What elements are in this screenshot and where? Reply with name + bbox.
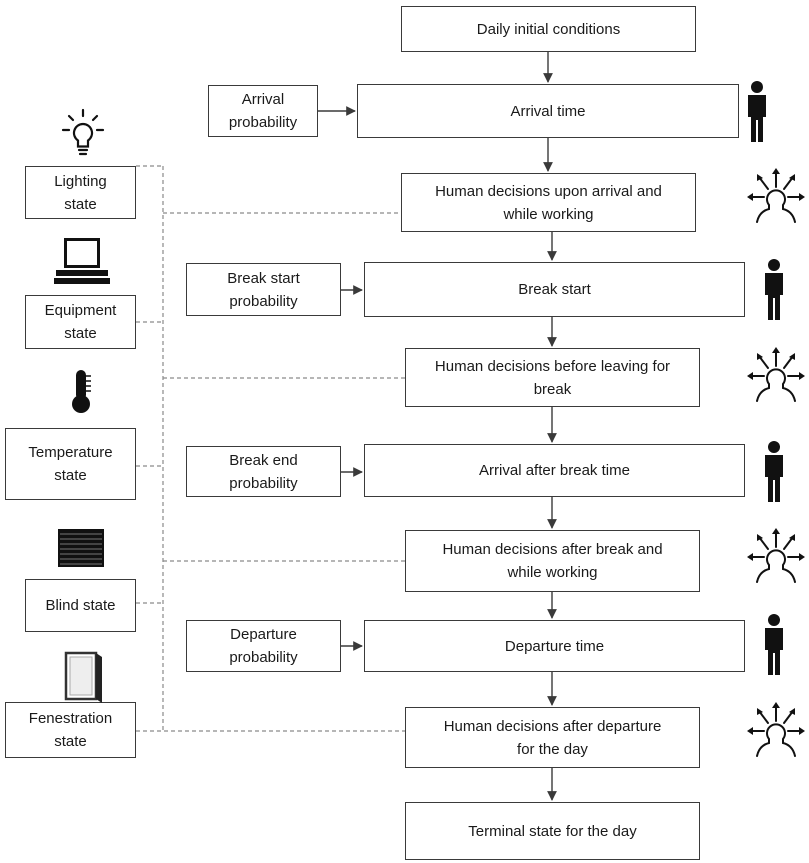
- blind-state-label: Blind state: [45, 597, 116, 614]
- state-dashed-lines: [136, 165, 405, 732]
- decisions-after-break-label: Human decisions after break and while wo…: [442, 541, 663, 581]
- daily-initial-label: Daily initial conditions: [476, 20, 621, 38]
- decisions-arrival-box: Human decisions upon arrival and while w…: [401, 173, 696, 232]
- decision-icon: [747, 528, 805, 583]
- arrival-probability-box: Arrival probability: [208, 85, 318, 137]
- temperature-state-label: Temperature state: [28, 444, 113, 484]
- departure-time-label: Departure time: [504, 637, 605, 655]
- departure-probability-box: Departure probability: [186, 620, 341, 672]
- fenestration-state-label: Fenestration state: [28, 710, 113, 750]
- decisions-before-break-label: Human decisions before leaving for break: [434, 357, 671, 398]
- person-icon: [765, 259, 783, 320]
- arrival-probability-label: Arrival probability: [228, 91, 298, 131]
- terminal-label: Terminal state for the day: [468, 822, 637, 840]
- decision-icon: [747, 347, 805, 402]
- blind-state-box: Blind state: [25, 579, 136, 632]
- blind-icon: [58, 529, 104, 567]
- equipment-state-box: Equipment state: [25, 295, 136, 349]
- break-start-label: Break start: [518, 281, 591, 298]
- departure-probability-label: Departure probability: [229, 626, 298, 666]
- person-icon: [765, 441, 783, 502]
- lighting-state-box: Lighting state: [25, 166, 136, 219]
- break-end-probability-box: Break end probability: [186, 446, 341, 497]
- person-icon: [748, 81, 766, 142]
- break-start-probability-label: Break start probability: [227, 269, 300, 310]
- decisions-after-break-box: Human decisions after break and while wo…: [405, 530, 700, 592]
- break-start-box: Break start: [364, 262, 745, 317]
- break-end-probability-label: Break end probability: [229, 451, 298, 492]
- daily-initial-box: Daily initial conditions: [401, 6, 696, 52]
- equipment-state-label: Equipment state: [44, 302, 117, 342]
- arrival-time-box: Arrival time: [357, 84, 739, 138]
- computer-icon: [54, 238, 110, 284]
- decisions-after-departure-label: Human decisions after departure for the …: [443, 717, 662, 758]
- break-start-probability-box: Break start probability: [186, 263, 341, 316]
- lightbulb-icon: [61, 108, 105, 156]
- decision-icon: [747, 168, 805, 223]
- decisions-arrival-label: Human decisions upon arrival and while w…: [435, 182, 662, 223]
- lighting-state-label: Lighting state: [54, 172, 107, 213]
- departure-time-box: Departure time: [364, 620, 745, 672]
- thermometer-icon: [72, 370, 91, 413]
- fenestration-state-box: Fenestration state: [5, 702, 136, 758]
- flow-arrows: [318, 52, 557, 801]
- temperature-state-box: Temperature state: [5, 428, 136, 500]
- decisions-after-departure-box: Human decisions after departure for the …: [405, 707, 700, 768]
- decision-icon: [747, 702, 805, 757]
- terminal-box: Terminal state for the day: [405, 802, 700, 860]
- arrival-after-break-box: Arrival after break time: [364, 444, 745, 497]
- person-icon: [765, 614, 783, 675]
- arrival-after-break-label: Arrival after break time: [479, 462, 630, 479]
- decisions-before-break-box: Human decisions before leaving for break: [405, 348, 700, 407]
- arrival-time-label: Arrival time: [510, 102, 586, 120]
- window-icon: [64, 651, 102, 703]
